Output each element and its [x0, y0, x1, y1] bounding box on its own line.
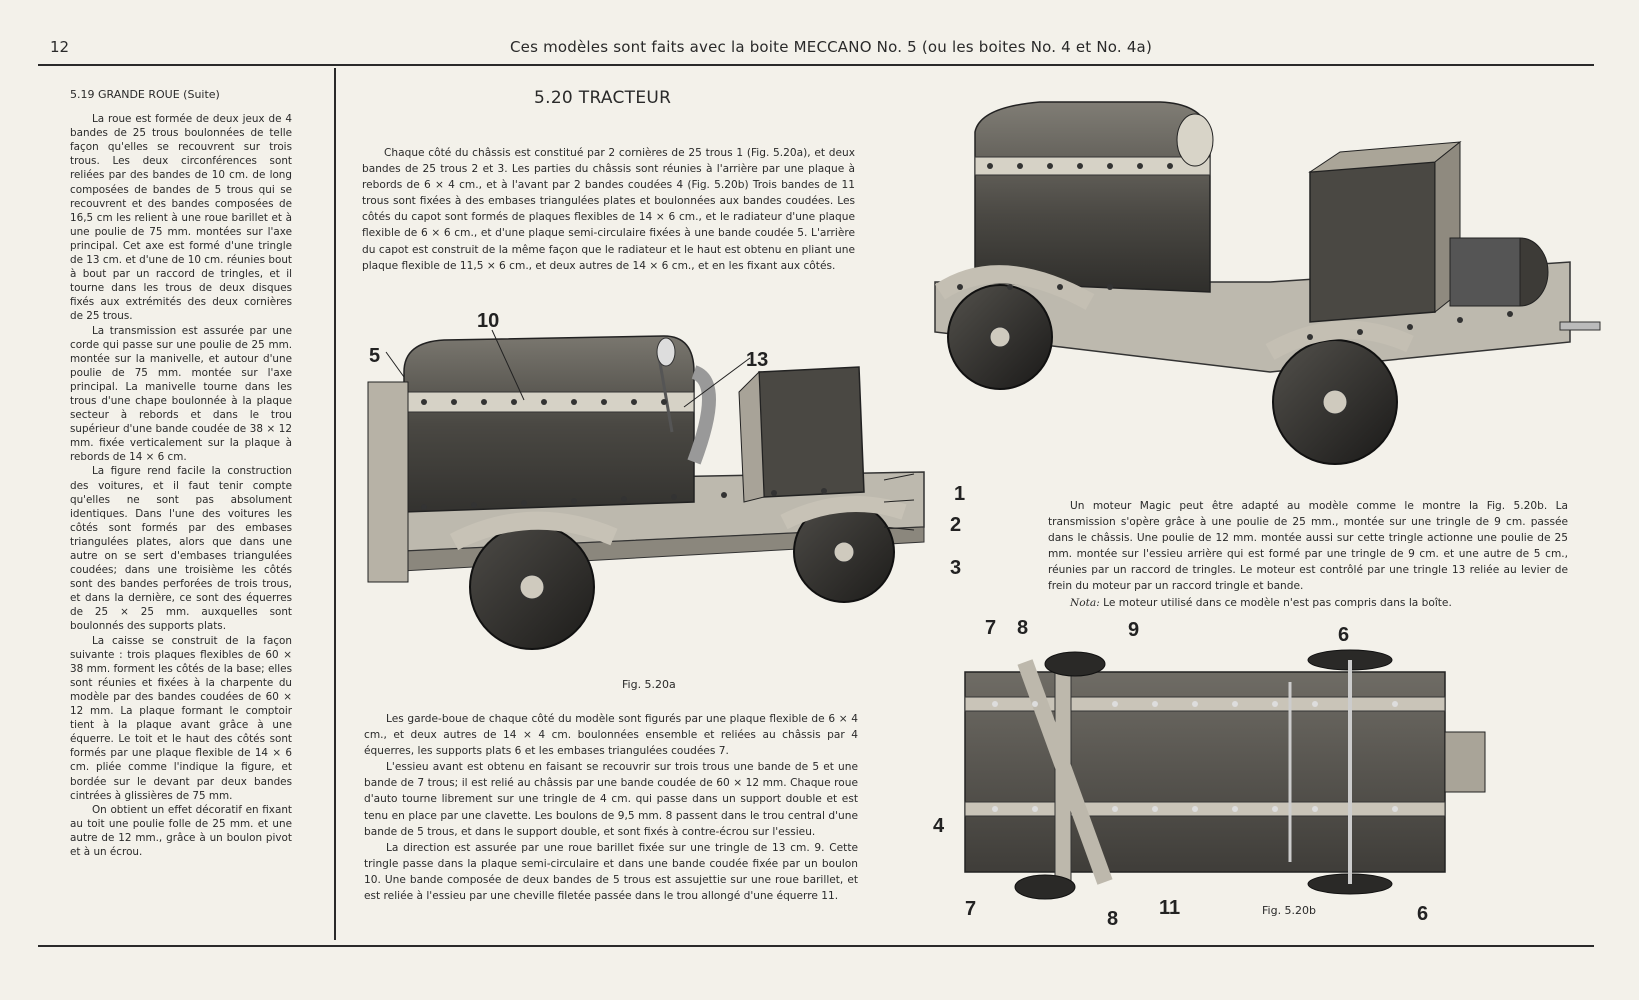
motor-text: Un moteur Magic peut être adapté au modè… [1048, 498, 1568, 611]
callout-13: 13 [746, 349, 769, 371]
callout-3: 3 [950, 557, 962, 579]
lower-paragraph: Les garde-boue de chaque côté du modèle … [364, 713, 858, 758]
column-divider [334, 68, 336, 940]
grande-roue-column: 5.19 GRANDE ROUE (Suite) La roue est for… [70, 88, 292, 859]
page-number: 12 [50, 38, 70, 56]
tracteur-lower-text: Les garde-boue de chaque côté du modèle … [364, 711, 858, 904]
tractor-three-quarter-view [934, 101, 1601, 465]
left-paragraph: La roue est formée de deux jeux de 4 ban… [70, 113, 292, 323]
tracteur-intro: Chaque côté du châssis est constitué par… [362, 145, 855, 274]
callout-11: 11 [1159, 897, 1181, 919]
nota-label: Nota: [1070, 596, 1100, 609]
fig-5-20a-caption: Fig. 5.20a [622, 678, 676, 691]
fig-5-20b-chassis-underside-view [964, 649, 1486, 900]
lower-paragraph: La direction est assurée par une roue ba… [364, 841, 858, 903]
callout-5: 5 [369, 345, 381, 367]
fig-5-20b-caption: Fig. 5.20b [1262, 904, 1317, 917]
callout-8-bottom: 8 [1107, 908, 1119, 930]
callout-8-top: 8 [1017, 617, 1029, 639]
callout-10: 10 [477, 310, 500, 332]
left-paragraph: La caisse se construit de la façon suiva… [70, 634, 292, 802]
callout-2: 2 [950, 514, 962, 536]
left-paragraph: La transmission est assurée par une cord… [70, 324, 292, 464]
callout-7-bottom: 7 [965, 898, 977, 920]
callout-6-top: 6 [1338, 624, 1350, 646]
left-paragraph: La figure rend facile la construction de… [70, 465, 292, 633]
motor-paragraph: Un moteur Magic peut être adapté au modè… [1048, 500, 1568, 593]
intro-paragraph: Chaque côté du châssis est constitué par… [362, 147, 855, 272]
callout-4: 4 [933, 815, 945, 837]
callout-6-bottom: 6 [1417, 903, 1429, 925]
page-header-title: Ces modèles sont faits avec la boite MEC… [510, 38, 1153, 56]
callout-9: 9 [1128, 619, 1140, 641]
nota-text: Le moteur utilisé dans ce modèle n'est p… [1099, 596, 1452, 609]
bottom-rule [38, 945, 1594, 947]
lower-paragraph: L'essieu avant est obtenu en faisant se … [364, 761, 858, 838]
fig-5-20a-tractor-side-view [367, 329, 925, 650]
top-rule [38, 64, 1594, 66]
nota-paragraph: Nota: Le moteur utilisé dans ce modèle n… [1048, 595, 1568, 611]
section-heading-5-19: 5.19 GRANDE ROUE (Suite) [70, 88, 220, 101]
left-paragraph: On obtient un effet décoratif en fixant … [70, 803, 292, 858]
callout-7-top: 7 [985, 617, 997, 639]
section-heading-5-20: 5.20 TRACTEUR [534, 88, 672, 108]
callout-1: 1 [954, 483, 966, 505]
